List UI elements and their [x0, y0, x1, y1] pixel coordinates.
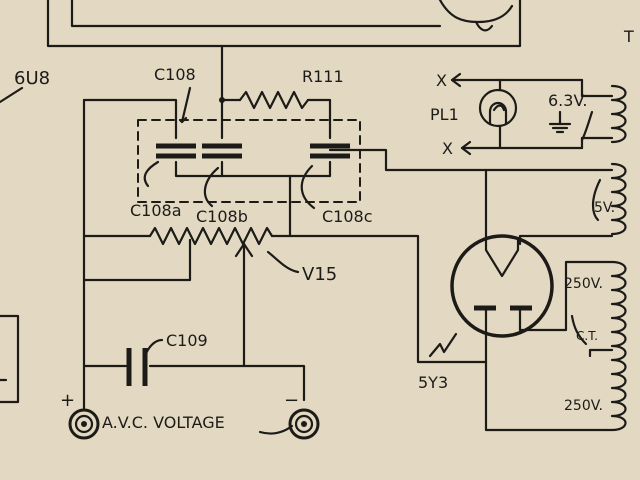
ground-symbol	[548, 110, 572, 134]
avc-negative-terminal	[288, 408, 320, 440]
label-r111: R111	[302, 67, 344, 86]
label-transformer-ref: T	[623, 27, 634, 46]
v15-wiper-arrow	[234, 242, 254, 258]
filter-network-wiring	[82, 44, 608, 432]
leader-250v	[570, 314, 588, 346]
leader-c108c	[300, 164, 316, 210]
capacitor-c108a-symbol	[156, 143, 196, 159]
label-c108b: C108b	[196, 207, 248, 226]
label-rectifier-5y3: 5Y3	[418, 373, 448, 392]
leader-5v	[591, 178, 602, 222]
label-tube-6u8: 6U8	[14, 68, 50, 89]
label-heater-x-top: X	[436, 71, 447, 90]
label-center-tap: C.T.	[576, 329, 598, 343]
top-chassis-block	[46, 0, 522, 48]
label-5v: 5V.	[594, 200, 615, 216]
transformer-winding-250v	[610, 260, 627, 432]
label-c109: C109	[166, 331, 208, 350]
label-6v3: 6.3V.	[548, 91, 587, 110]
junction-dot-r111	[219, 97, 225, 103]
label-avc-plus: +	[60, 390, 75, 411]
leader-c108b	[203, 166, 220, 208]
leader-c108a	[143, 160, 160, 188]
label-avc-voltage: A.V.C. VOLTAGE	[102, 413, 225, 432]
leader-c108-arrow	[178, 116, 188, 124]
tube-6u8-leads	[0, 86, 24, 404]
transformer-winding-6v3	[610, 84, 627, 144]
label-c108c: C108c	[322, 207, 373, 226]
c108-dashed-enclosure	[137, 119, 361, 203]
leader-5y3	[428, 332, 458, 358]
leader-v15	[266, 250, 300, 274]
label-v15: V15	[302, 264, 337, 285]
avc-positive-terminal	[68, 408, 100, 440]
heater-wiring	[450, 78, 614, 150]
transformer-winding-5v	[610, 162, 627, 236]
label-c108a: C108a	[130, 201, 182, 220]
label-pilot-lamp: PL1	[430, 105, 459, 124]
capacitor-c108c-symbol	[310, 143, 350, 159]
pilot-lamp-pl1	[478, 88, 518, 128]
label-c108: C108	[154, 65, 196, 84]
rectifier-5y3-tube	[450, 234, 554, 340]
label-avc-minus: −	[284, 390, 299, 411]
capacitor-c108b-symbol	[202, 143, 242, 159]
label-250v-bottom: 250V.	[564, 398, 603, 414]
leader-avc	[258, 424, 294, 435]
heater-arrow-bottom	[460, 140, 472, 156]
leader-c108	[180, 86, 192, 124]
resistor-r111	[238, 90, 310, 110]
heater-arrow-top	[450, 72, 462, 88]
potentiometer-v15	[148, 226, 274, 246]
label-heater-x-bottom: X	[442, 139, 453, 158]
leader-c109	[143, 338, 164, 358]
label-250v-top: 250V.	[564, 276, 603, 292]
leader-6v3	[580, 110, 594, 142]
labels: 6U8 C108 R111 C108a C108b C108c V15 C109…	[14, 27, 634, 432]
rectifier-filament-wiring	[518, 168, 614, 246]
